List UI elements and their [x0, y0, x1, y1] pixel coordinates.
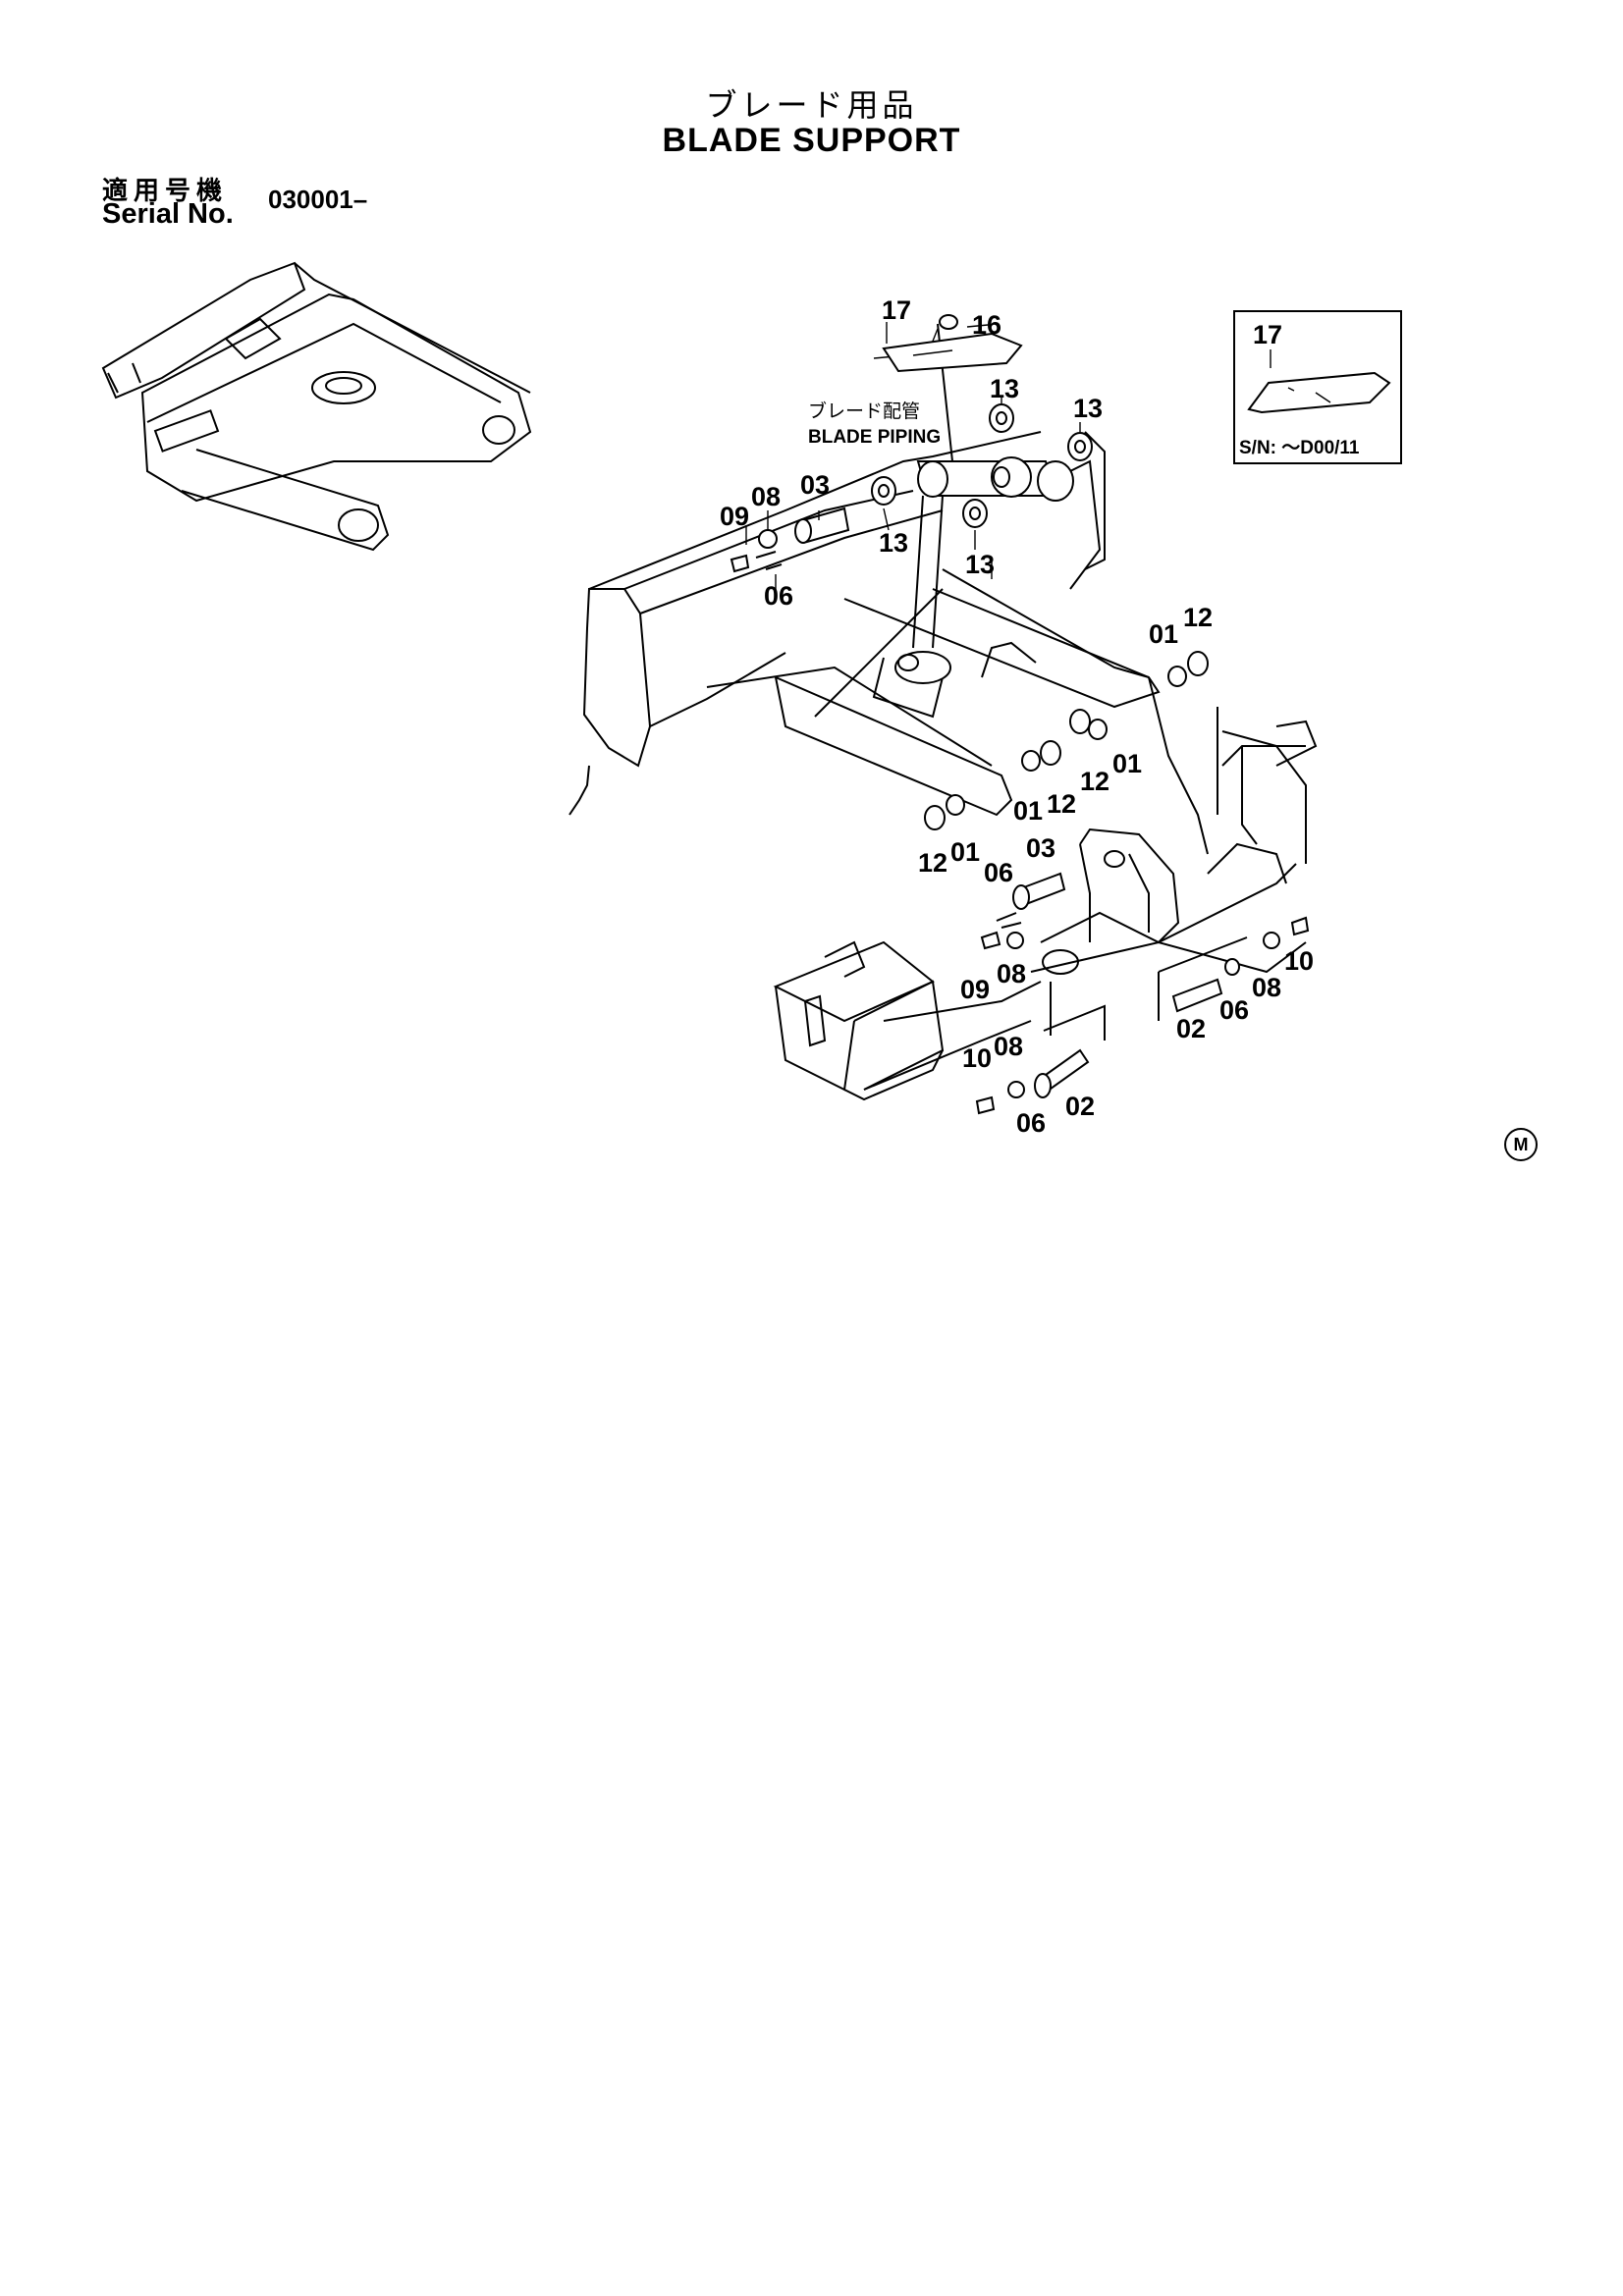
- callout-label: 01: [1149, 619, 1178, 649]
- serial-value: 030001–: [268, 185, 368, 214]
- piping-note-japanese: ブレード配管: [808, 400, 920, 422]
- callout-label: 13: [879, 528, 908, 558]
- callout-label: 01: [1112, 749, 1142, 778]
- hardware-parts: [730, 322, 1310, 1115]
- callout-label: 13: [1073, 394, 1103, 423]
- callout-label: 08: [751, 482, 781, 511]
- blade-frame-drawing: [568, 314, 1318, 1101]
- serial-label: Serial No.: [102, 198, 234, 230]
- callout-label: 12: [1047, 789, 1076, 819]
- callout-label: 02: [1176, 1014, 1206, 1043]
- callout-label: 12: [918, 848, 947, 878]
- machine-overview-illustration: [101, 261, 532, 552]
- callout-labels: 17 16 13 13 13 13 09 08 03 06 01 12 01 1…: [720, 295, 1314, 1138]
- callout-label: 02: [1065, 1092, 1095, 1121]
- callout-label: 01: [950, 837, 980, 867]
- callout-label: 10: [1284, 946, 1314, 976]
- callout-label: 06: [984, 858, 1013, 887]
- callout-label: 17: [882, 295, 911, 325]
- callout-label: 16: [972, 310, 1001, 340]
- callout-label: 08: [994, 1032, 1023, 1061]
- callout-label: 03: [1026, 833, 1055, 863]
- callout-label: 06: [1219, 995, 1249, 1025]
- callout-label: 08: [1252, 973, 1281, 1002]
- callout-label: 13: [990, 374, 1019, 403]
- inset-box-part-17: [1233, 310, 1402, 464]
- callout-label: 12: [1183, 603, 1213, 632]
- callout-label: 10: [962, 1043, 992, 1073]
- callout-label: 06: [1016, 1108, 1046, 1138]
- callout-label: 01: [1013, 796, 1043, 826]
- inset-part-number: 17: [1253, 320, 1282, 349]
- inset-serial-note: S/N: ～D00/11: [1239, 438, 1360, 458]
- callout-label: 08: [997, 959, 1026, 988]
- serial-label-japanese: 適用号機: [102, 177, 229, 206]
- callout-label: 12: [1080, 767, 1109, 796]
- piping-note: BLADE PIPING: [808, 427, 941, 448]
- callout-label: 13: [965, 550, 995, 579]
- callout-label: 06: [764, 581, 793, 611]
- callout-label: 09: [720, 502, 749, 531]
- page-title-japanese: ブレード用品: [705, 86, 918, 124]
- corner-mark-badge: M: [1504, 1128, 1538, 1161]
- callout-label: 09: [960, 975, 990, 1004]
- callout-label: 03: [800, 470, 830, 500]
- page-title: BLADE SUPPORT: [662, 122, 961, 159]
